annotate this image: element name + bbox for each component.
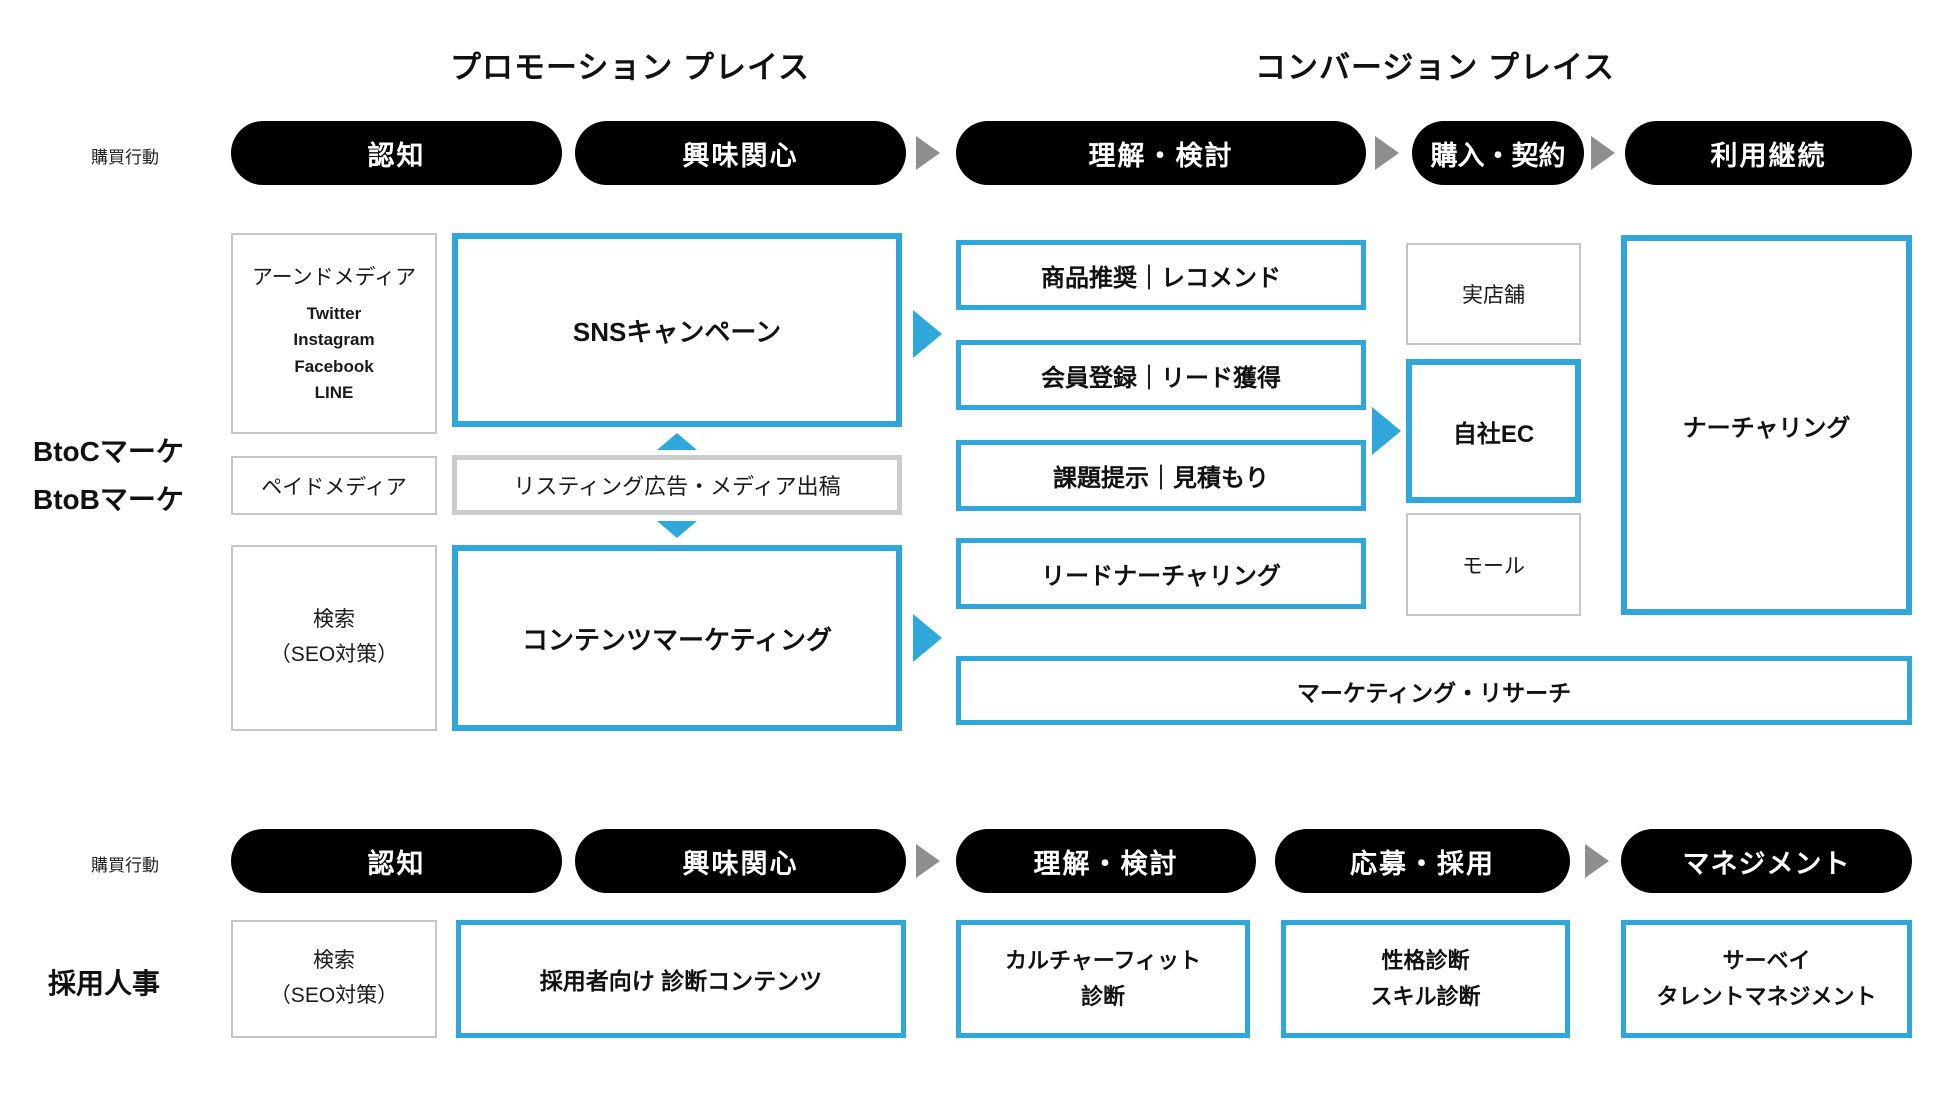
marketing-research-box: マーケティング・リサーチ bbox=[956, 656, 1912, 725]
btob-label: BtoBマーケ bbox=[33, 484, 184, 515]
survey-talent-box: サーベイ タレントマネジメント bbox=[1621, 920, 1912, 1038]
stage-arrow-icon bbox=[916, 844, 940, 878]
down-arrow-icon bbox=[657, 521, 697, 538]
conversion-place-title: コンバージョン プレイス bbox=[1254, 50, 1616, 85]
stage-arrow-icon bbox=[916, 136, 940, 170]
search-seo-box: 検索 （SEO対策） bbox=[231, 545, 437, 731]
stage-pill-consideration-top: 理解・検討 bbox=[956, 121, 1366, 185]
culture-fit-line2: 診断 bbox=[1080, 984, 1125, 1009]
culture-fit-box: カルチャーフィット 診断 bbox=[956, 920, 1250, 1038]
mall-box: モール bbox=[1406, 513, 1581, 616]
channel-instagram: Instagram bbox=[293, 330, 375, 350]
personality-line1: 性格診断 bbox=[1381, 947, 1470, 973]
flow-arrow-icon bbox=[1372, 407, 1401, 455]
personality-line2: スキル診断 bbox=[1370, 984, 1481, 1009]
stage-pill-apply-hire: 応募・採用 bbox=[1275, 829, 1570, 893]
sns-campaign-box: SNSキャンペーン bbox=[452, 233, 902, 427]
purchase-behavior-label-bottom: 購買行動 bbox=[91, 856, 159, 875]
stage-pill-awareness-bottom: 認知 bbox=[231, 829, 562, 893]
recruit-search-seo-line2: （SEO対策） bbox=[269, 984, 399, 1007]
stage-pill-management: マネジメント bbox=[1621, 829, 1912, 893]
search-seo-line1: 検索 bbox=[313, 608, 355, 632]
registration-box: 会員登録｜リード獲得 bbox=[956, 340, 1366, 410]
earned-media-title: アーンドメディア bbox=[251, 265, 417, 289]
real-store-box: 実店舗 bbox=[1406, 243, 1581, 345]
paid-media-box: ペイドメディア bbox=[231, 456, 437, 515]
culture-fit-line1: カルチャーフィット bbox=[1004, 947, 1202, 973]
stage-pill-purchase-top: 購入・契約 bbox=[1412, 121, 1584, 185]
nurturing-box: ナーチャリング bbox=[1621, 235, 1912, 615]
stage-arrow-icon bbox=[1375, 136, 1399, 170]
stage-pill-consideration-bottom: 理解・検討 bbox=[956, 829, 1256, 893]
channel-facebook: Facebook bbox=[294, 356, 374, 376]
stage-pill-retention-top: 利用継続 bbox=[1625, 121, 1912, 185]
listing-ads-box: リスティング広告・メディア出稿 bbox=[452, 455, 902, 515]
recruit-search-seo-line1: 検索 bbox=[313, 949, 355, 973]
stage-arrow-icon bbox=[1585, 844, 1609, 878]
earned-media-box: アーンドメディア Twitter Instagram Facebook LINE bbox=[231, 233, 437, 434]
promotion-place-title: プロモーション プレイス bbox=[449, 50, 811, 85]
stage-pill-interest-bottom: 興味関心 bbox=[575, 829, 906, 893]
btoc-label: BtoCマーケ bbox=[33, 436, 184, 467]
recommend-box: 商品推奨｜レコメンド bbox=[956, 240, 1366, 310]
proposal-box: 課題提示｜見積もり bbox=[956, 440, 1366, 511]
stage-pill-awareness-top: 認知 bbox=[231, 121, 562, 185]
flow-arrow-icon bbox=[913, 614, 942, 662]
personality-skill-box: 性格診断 スキル診断 bbox=[1281, 920, 1570, 1038]
search-seo-line2: （SEO対策） bbox=[269, 643, 399, 666]
purchase-behavior-label-top: 購買行動 bbox=[91, 148, 159, 167]
diagnosis-content-box: 採用者向け 診断コンテンツ bbox=[456, 920, 906, 1038]
recruit-search-seo-box: 検索 （SEO対策） bbox=[231, 920, 437, 1038]
stage-arrow-icon bbox=[1591, 136, 1615, 170]
flow-arrow-icon bbox=[913, 310, 942, 358]
channel-twitter: Twitter bbox=[306, 303, 362, 323]
survey-line2: タレントマネジメント bbox=[1656, 984, 1877, 1009]
survey-line1: サーベイ bbox=[1722, 947, 1811, 973]
content-marketing-box: コンテンツマーケティング bbox=[452, 545, 902, 731]
channel-line: LINE bbox=[314, 382, 354, 402]
up-arrow-icon bbox=[657, 433, 697, 450]
recruit-label: 採用人事 bbox=[48, 968, 161, 999]
own-ec-box: 自社EC bbox=[1406, 359, 1581, 503]
stage-pill-interest-top: 興味関心 bbox=[575, 121, 906, 185]
lead-nurturing-box: リードナーチャリング bbox=[956, 538, 1366, 609]
